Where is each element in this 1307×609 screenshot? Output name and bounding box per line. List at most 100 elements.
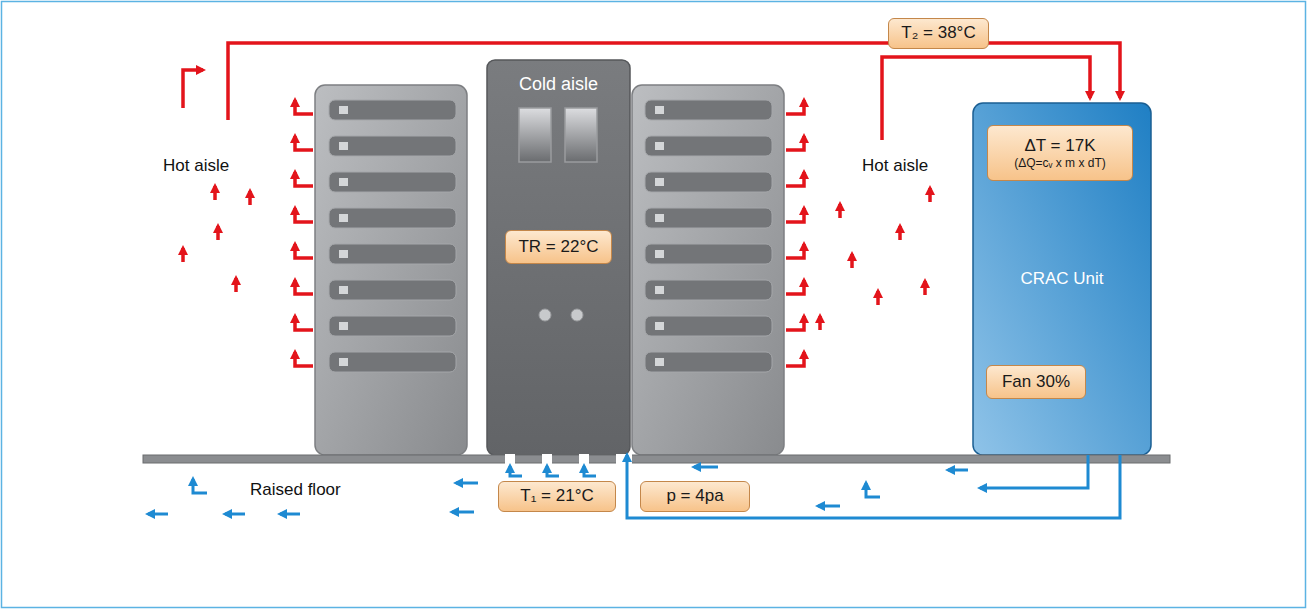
airflow-arrows	[148, 100, 968, 514]
airflow-arrow	[248, 191, 252, 205]
airflow-arrow	[216, 226, 220, 240]
value-text: TR = 22°C	[518, 237, 598, 257]
unit-label: CRAC Unit	[973, 269, 1151, 289]
airflow-arrow	[898, 226, 902, 240]
raised-floor	[143, 454, 1170, 464]
airflow-arrow	[786, 280, 804, 294]
unit-label: Cold aisle	[487, 74, 630, 95]
airflow-arrow	[234, 278, 238, 292]
rack-slot	[645, 352, 772, 372]
cold-aisle: Cold aisle TR = 22°C	[487, 60, 630, 455]
airflow-arrow	[694, 466, 718, 469]
airflow-arrow	[786, 136, 804, 150]
airflow-arrow	[213, 186, 217, 200]
airflow-arrow	[295, 316, 313, 330]
rack-slot	[329, 100, 456, 120]
rack-slot	[329, 244, 456, 264]
airflow-connector	[627, 455, 1120, 518]
status-light	[339, 322, 348, 330]
airflow-arrow	[193, 479, 207, 493]
server-rack	[632, 85, 784, 455]
status-light	[655, 358, 664, 366]
airflow-arrow	[786, 316, 804, 330]
airflow-arrow	[456, 482, 478, 485]
airflow-arrow	[181, 248, 185, 262]
airflow-arrow	[786, 172, 804, 186]
airflow-arrow	[876, 291, 880, 305]
status-light	[655, 286, 664, 294]
status-light	[655, 106, 664, 114]
airflow-arrow	[295, 352, 313, 366]
area-label: Raised floor	[250, 480, 341, 500]
value-text: ΔT = 17K	[1024, 136, 1095, 156]
rack-slot	[329, 208, 456, 228]
airflow-arrow	[295, 136, 313, 150]
airflow-arrow	[225, 513, 245, 516]
rack-slot	[645, 244, 772, 264]
status-light	[339, 286, 348, 294]
airflow-arrow	[923, 281, 927, 295]
rack-slot	[329, 136, 456, 156]
airflow-arrow	[928, 188, 932, 202]
airflow-arrow	[295, 244, 313, 258]
value-text: p = 4pa	[666, 486, 723, 506]
rack-slot	[329, 172, 456, 192]
rack-slot	[645, 136, 772, 156]
airflow-arrow	[838, 204, 842, 218]
rack-slot	[329, 280, 456, 300]
rack-slot	[645, 208, 772, 228]
rack-slot	[645, 172, 772, 192]
crac-unit: CRAC UnitΔT = 17K(ΔQ=cᵥ x m x dT)Fan 30%	[973, 103, 1151, 455]
value-box: Fan 30%	[986, 365, 1086, 399]
airflow-arrow	[786, 208, 804, 222]
value-box: TR = 22°C	[505, 230, 612, 264]
airflow-arrow	[850, 254, 854, 268]
status-light	[655, 178, 664, 186]
airflow-arrow	[452, 511, 474, 514]
value-box: p = 4pa	[640, 481, 750, 512]
status-light	[655, 322, 664, 330]
status-light	[655, 142, 664, 150]
status-light	[339, 106, 348, 114]
cold-aisle-cabinet	[487, 60, 630, 455]
status-light	[339, 358, 348, 366]
status-light	[339, 142, 348, 150]
crac-body	[973, 103, 1151, 455]
airflow-arrow	[280, 513, 300, 516]
status-light	[339, 214, 348, 222]
airflow-arrow	[786, 244, 804, 258]
airflow-arrow	[148, 513, 168, 516]
rack-slot	[329, 352, 456, 372]
airflow-arrow	[818, 505, 840, 508]
airflow-arrow	[547, 466, 559, 476]
airflow-arrow	[866, 483, 880, 497]
cold-air-duct	[980, 455, 1088, 488]
status-light	[339, 178, 348, 186]
airflow-arrow	[948, 469, 968, 472]
area-label: Hot aisle	[163, 156, 229, 176]
value-text: T₁ = 21°C	[520, 486, 593, 506]
rack-slot	[329, 316, 456, 336]
airflow-arrow	[295, 280, 313, 294]
status-light	[655, 250, 664, 258]
server-rack	[315, 85, 467, 455]
value-text: Fan 30%	[1002, 372, 1070, 392]
airflow-arrow	[786, 352, 804, 366]
rack-slot	[645, 280, 772, 300]
status-light	[655, 214, 664, 222]
value-text: T₂ = 38°C	[901, 23, 975, 43]
airflow-arrow	[584, 466, 596, 476]
airflow-arrow	[510, 466, 522, 476]
airflow-arrow	[295, 172, 313, 186]
airflow-arrow	[295, 208, 313, 222]
value-box: T₂ = 38°C	[888, 18, 989, 49]
airflow-arrow	[786, 100, 804, 114]
value-box: T₁ = 21°C	[498, 481, 616, 512]
hot-air-duct	[183, 43, 1120, 140]
airflow-arrow	[295, 100, 313, 114]
area-label: Hot aisle	[862, 156, 928, 176]
rack-slot	[645, 316, 772, 336]
